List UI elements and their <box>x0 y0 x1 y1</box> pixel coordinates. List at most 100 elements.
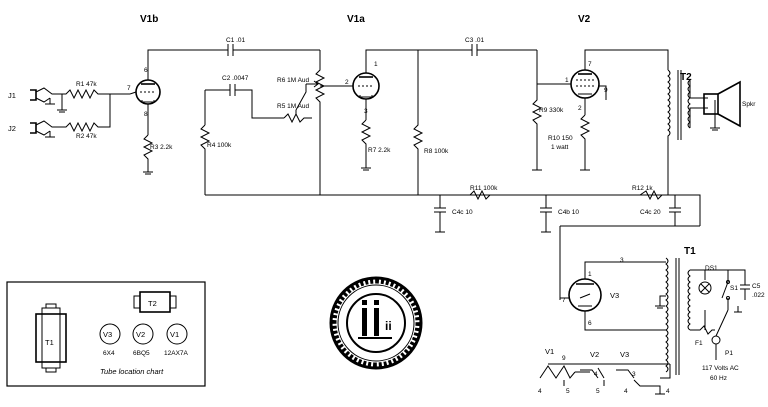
label-c4a: C4c 10 <box>452 209 473 216</box>
label-ds1: DS1 <box>705 265 718 272</box>
chart-title: Tube location chart <box>100 367 164 376</box>
pin-fil-4c: 4 <box>624 388 628 395</box>
label-c1: C1 .01 <box>226 37 246 44</box>
label-c5-value: .022 <box>752 292 765 299</box>
capacitor-c2 <box>205 84 284 119</box>
pin-v3-cathode: 6 <box>588 320 592 327</box>
resistor-r12 <box>639 189 668 201</box>
label-r7: R7 2.2k <box>368 147 391 154</box>
input-jack-j2 <box>30 120 58 136</box>
label-s1: S1 <box>730 285 738 292</box>
chart-label-v1: V1 <box>170 330 179 339</box>
chart-label-t2: T2 <box>148 299 157 308</box>
plug-p1 <box>711 335 721 345</box>
resistor-r2 <box>58 94 111 133</box>
chart-type-v3: 6X4 <box>103 350 115 357</box>
resistor-r5-pot <box>283 112 312 124</box>
label-c4c: C4c 20 <box>640 209 661 216</box>
pin-fil-9: 9 <box>562 355 566 362</box>
pin-fil-3: 3 <box>632 371 636 378</box>
capacitor-c3 <box>460 44 537 56</box>
label-spkr: Spkr <box>742 101 756 108</box>
chart-label-v3: V3 <box>103 330 112 339</box>
pin-v3-plate1: 1 <box>588 271 592 278</box>
resistor-r11 <box>418 189 546 201</box>
tube-title-v1b: V1b <box>140 14 158 25</box>
label-r10: R10 150 <box>548 135 573 142</box>
pin-v1b-grid: 7 <box>127 85 131 92</box>
pin-fil-5a: 5 <box>566 388 570 395</box>
pin-v1b-plate: 6 <box>144 67 148 74</box>
tube-v3 <box>568 278 602 312</box>
pin-v2-plate: 7 <box>588 61 592 68</box>
label-r11: R11 100k <box>470 185 498 192</box>
capacitor-c4a <box>434 195 446 233</box>
pin-fil-4d: 4 <box>666 388 670 395</box>
capacitor-c5 <box>728 269 750 300</box>
pin-fil-4a: 4 <box>538 388 542 395</box>
label-j1: J1 <box>8 91 16 100</box>
label-r5: R5 1M Aud <box>277 103 310 110</box>
chart-type-v1: 12AX7A <box>164 350 189 357</box>
tube-title-v2: V2 <box>578 14 591 25</box>
label-r12: R12 1k <box>632 185 653 192</box>
tube-title-v1a: V1a <box>347 14 365 25</box>
inspection-seal <box>329 276 423 370</box>
capacitor-c4b <box>540 195 552 233</box>
label-t2: T2 <box>680 72 692 83</box>
capacitor-c1 <box>220 44 320 56</box>
pin-v1a-grid: 2 <box>345 79 349 86</box>
label-r8: R8 100k <box>424 148 449 155</box>
tube-location-chart <box>6 281 206 387</box>
pin-fil-5b: 5 <box>596 388 600 395</box>
label-fil-v3: V3 <box>620 350 629 359</box>
label-v3: V3 <box>610 291 619 300</box>
tube-v1b <box>135 79 161 105</box>
label-mains2: 60 Hz <box>710 375 727 382</box>
label-r10-rating: 1 watt <box>551 144 569 151</box>
tube-v2 <box>570 69 600 99</box>
label-fil-v2: V2 <box>590 350 599 359</box>
switch-s1 <box>721 281 729 310</box>
label-c2: C2 .0047 <box>222 75 249 82</box>
seal-letters: ii <box>385 319 392 333</box>
filament-string <box>539 363 670 395</box>
pin-v3-plate2: 7 <box>562 297 566 304</box>
label-c3: C3 .01 <box>465 37 485 44</box>
pin-v3-extra: 3 <box>620 257 624 264</box>
label-j2: J2 <box>8 124 16 133</box>
pin-v2-grid: 1 <box>565 77 569 84</box>
label-mains1: 117 Volts AC <box>702 365 739 372</box>
input-jack-j1 <box>30 87 58 103</box>
label-r6: R6 1M Aud <box>277 77 310 84</box>
resistor-r4 <box>199 124 211 195</box>
resistor-r3 <box>142 134 154 175</box>
chart-type-v2: 6BQ5 <box>133 350 150 357</box>
pin-v1a-plate: 1 <box>374 61 378 68</box>
label-f1: F1 <box>695 340 703 347</box>
capacitor-c4c <box>669 195 681 226</box>
label-r3: R3 2.2k <box>150 144 173 151</box>
resistor-r7 <box>360 119 372 171</box>
resistor-r6-pot <box>314 50 326 195</box>
output-transformer-t2 <box>667 69 691 195</box>
pin-v2-cathode: 2 <box>578 105 582 112</box>
power-transformer-t1 <box>665 257 691 375</box>
label-r2: R2 47k <box>76 133 97 140</box>
label-c5: C5 <box>752 283 761 290</box>
resistor-r8 <box>412 50 424 195</box>
chart-label-t1: T1 <box>45 338 54 347</box>
label-p1: P1 <box>725 350 733 357</box>
pin-v1b-cathode: 8 <box>144 111 148 118</box>
tube-v1a <box>352 72 380 100</box>
label-t1: T1 <box>684 246 696 257</box>
fuse-f1 <box>690 325 715 335</box>
label-fil-v1: V1 <box>545 347 554 356</box>
speaker-symbol <box>703 80 741 128</box>
label-c4b: C4b 10 <box>558 209 579 216</box>
resistor-r1 <box>58 88 130 100</box>
chart-label-v2: V2 <box>136 330 145 339</box>
label-r4: R4 100k <box>207 142 232 149</box>
